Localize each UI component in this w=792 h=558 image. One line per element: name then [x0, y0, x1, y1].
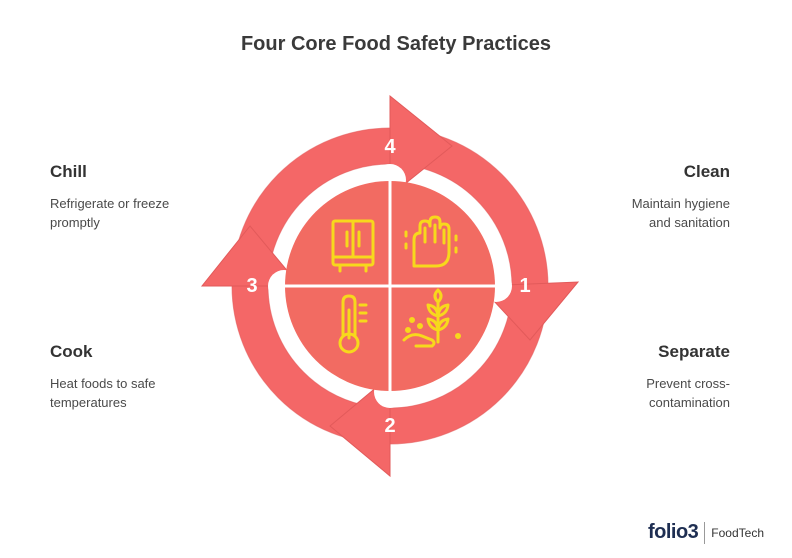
center-disc	[285, 181, 495, 391]
page-title: Four Core Food Safety Practices	[240, 33, 552, 55]
hand-icon	[404, 215, 458, 268]
arrowhead-4	[389, 94, 453, 198]
label-chill: Chill Refrigerate or freeze promptly	[50, 162, 169, 232]
label-separate-desc: Prevent cross- contamination	[646, 376, 730, 410]
logo-divider	[704, 521, 706, 544]
label-cook-desc: Heat foods to safe temperatures	[50, 376, 156, 410]
label-cook: Cook Heat foods to safe temperatures	[50, 342, 156, 412]
brand-logo: folio3 FoodTech	[648, 521, 764, 544]
label-separate: Separate Prevent cross- contamination	[646, 342, 730, 412]
thermometer-icon	[338, 294, 368, 354]
label-clean: Clean Maintain hygiene and sanitation	[632, 162, 730, 232]
label-clean-desc: Maintain hygiene and sanitation	[631, 196, 730, 230]
arrowhead-2	[329, 374, 391, 478]
label-chill-title: Chill	[50, 162, 87, 181]
label-separate-title: Separate	[658, 342, 730, 361]
cycle-arrows	[200, 94, 580, 478]
logo-sub: FoodTech	[711, 525, 764, 540]
arrowhead-3	[200, 225, 302, 287]
step-number-1: 1	[519, 275, 530, 297]
step-number-2: 2	[384, 415, 395, 437]
wheat-icon	[402, 288, 461, 348]
logo-brand: folio3	[647, 521, 699, 543]
step-number-4: 4	[384, 136, 396, 158]
refrigerator-icon	[331, 219, 375, 273]
label-cook-title: Cook	[50, 342, 93, 361]
label-clean-title: Clean	[683, 162, 730, 181]
label-chill-desc: Refrigerate or freeze promptly	[50, 196, 170, 230]
step-number-3: 3	[246, 275, 257, 297]
